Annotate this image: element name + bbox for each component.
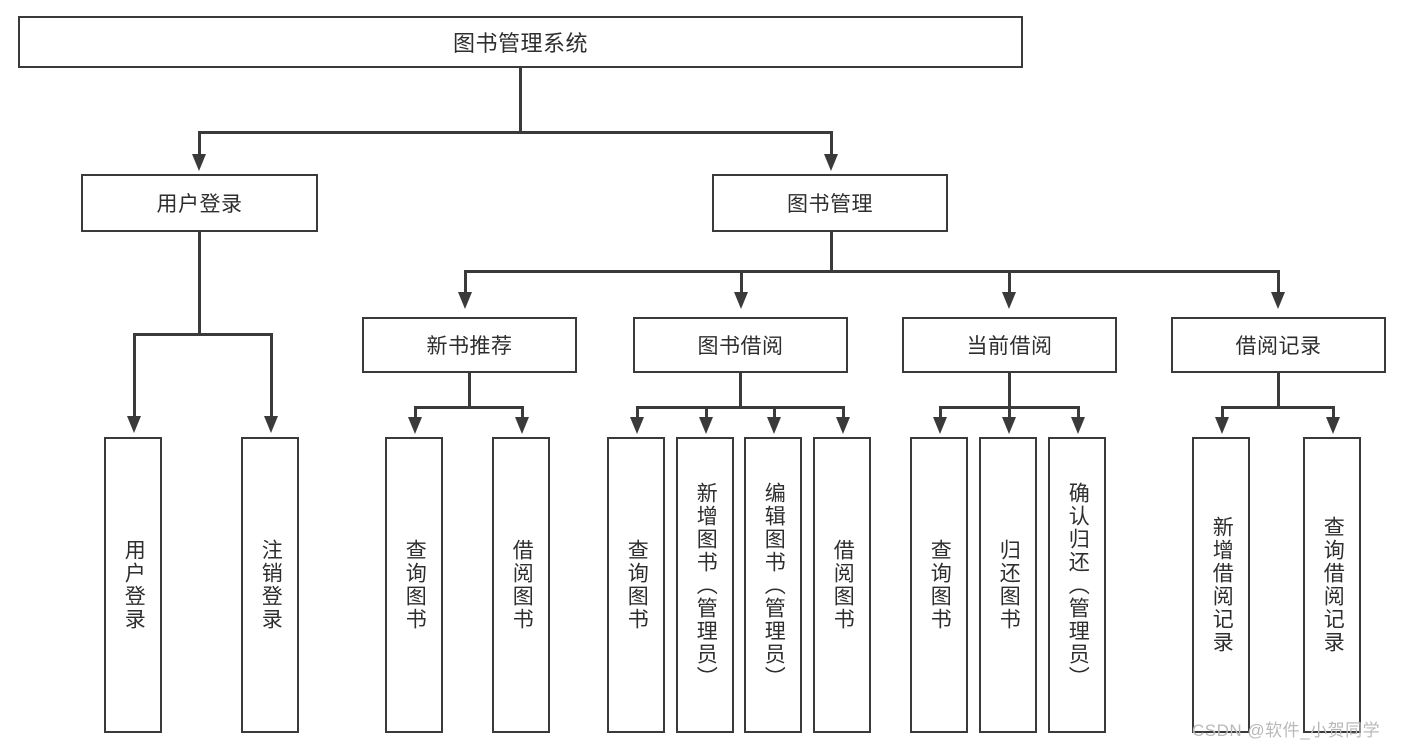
leaf-book-borrow-add[interactable]: 新增图书（管理员） bbox=[676, 437, 734, 733]
arrow-book-manage-to-current-borrow bbox=[1002, 292, 1016, 309]
connector-book-manage-stem bbox=[830, 232, 833, 272]
arrow-book-borrow-leaf-2 bbox=[699, 417, 713, 434]
leaf-current-borrow-return[interactable]: 归还图书 bbox=[979, 437, 1037, 733]
node-label: 借阅图书 bbox=[831, 539, 855, 631]
connector-borrow-record-leaf-2 bbox=[1332, 406, 1335, 420]
connector-book-manage-to-book-borrow bbox=[740, 270, 743, 294]
leaf-new-book-query[interactable]: 查询图书 bbox=[385, 437, 443, 733]
node-label: 借阅图书 bbox=[510, 539, 534, 631]
arrow-current-borrow-leaf-2 bbox=[1002, 417, 1016, 434]
connector-new-book-bus bbox=[414, 406, 524, 409]
leaf-book-borrow-borrow[interactable]: 借阅图书 bbox=[813, 437, 871, 733]
arrow-current-borrow-leaf-3 bbox=[1071, 417, 1085, 434]
arrow-user-login-leaf-1 bbox=[127, 416, 141, 433]
arrow-new-book-leaf-1 bbox=[408, 417, 422, 434]
node-label: 编辑图书（管理员） bbox=[762, 481, 786, 689]
node-root-system[interactable]: 图书管理系统 bbox=[18, 16, 1023, 68]
arrow-new-book-leaf-2 bbox=[515, 417, 529, 434]
connector-current-borrow-stem bbox=[1008, 373, 1011, 408]
node-label: 查询图书 bbox=[625, 539, 649, 631]
node-label: 用户登录 bbox=[156, 193, 243, 216]
connector-new-book-stem bbox=[468, 373, 471, 408]
connector-new-book-leaf-2 bbox=[521, 406, 524, 420]
connector-book-manage-to-borrow-record bbox=[1277, 270, 1280, 294]
arrow-current-borrow-leaf-1 bbox=[933, 417, 947, 434]
node-label: 归还图书 bbox=[997, 539, 1021, 631]
connector-current-borrow-leaf-2 bbox=[1008, 406, 1011, 420]
node-label: 查询图书 bbox=[403, 539, 427, 631]
connector-book-borrow-leaf-3 bbox=[773, 406, 776, 420]
connector-book-manage-to-current-borrow bbox=[1008, 270, 1011, 294]
node-label: 当前借阅 bbox=[966, 335, 1053, 358]
arrow-book-borrow-leaf-4 bbox=[836, 417, 850, 434]
arrow-user-login-leaf-2 bbox=[264, 416, 278, 433]
node-book-manage[interactable]: 图书管理 bbox=[712, 174, 948, 232]
connector-user-login-leaf-2 bbox=[270, 333, 273, 418]
arrow-book-borrow-leaf-1 bbox=[630, 417, 644, 434]
connector-user-login-bus bbox=[133, 333, 272, 336]
arrow-book-borrow-leaf-3 bbox=[767, 417, 781, 434]
node-label: 查询图书 bbox=[928, 539, 952, 631]
connector-root-to-user-login bbox=[198, 131, 201, 156]
connector-book-manage-bus bbox=[464, 270, 1278, 273]
node-user-login[interactable]: 用户登录 bbox=[81, 174, 318, 232]
connector-book-manage-to-new-book bbox=[464, 270, 467, 294]
connector-book-borrow-stem bbox=[739, 373, 742, 408]
connector-user-login-leaf-1 bbox=[133, 333, 136, 418]
leaf-current-borrow-query[interactable]: 查询图书 bbox=[910, 437, 968, 733]
connector-root-stem bbox=[519, 68, 522, 133]
node-label: 图书管理系统 bbox=[452, 31, 588, 56]
leaf-book-borrow-query[interactable]: 查询图书 bbox=[607, 437, 665, 733]
connector-book-borrow-leaf-2 bbox=[705, 406, 708, 420]
node-label: 图书管理 bbox=[787, 193, 873, 216]
leaf-user-login[interactable]: 用户登录 bbox=[104, 437, 162, 733]
arrow-book-manage-to-book-borrow bbox=[734, 292, 748, 309]
connector-borrow-record-leaf-1 bbox=[1221, 406, 1224, 420]
leaf-user-logout[interactable]: 注销登录 bbox=[241, 437, 299, 733]
node-label: 新增图书（管理员） bbox=[694, 481, 718, 689]
node-label: 图书借阅 bbox=[697, 335, 784, 358]
leaf-borrow-record-add[interactable]: 新增借阅记录 bbox=[1192, 437, 1250, 733]
connector-new-book-leaf-1 bbox=[414, 406, 417, 420]
node-label: 注销登录 bbox=[259, 539, 283, 631]
node-label: 新增借阅记录 bbox=[1210, 516, 1234, 654]
arrow-borrow-record-leaf-1 bbox=[1215, 417, 1229, 434]
connector-borrow-record-bus bbox=[1221, 406, 1334, 409]
arrow-root-to-user-login bbox=[192, 154, 206, 171]
connector-root-bus bbox=[198, 131, 832, 134]
arrow-borrow-record-leaf-2 bbox=[1326, 417, 1340, 434]
leaf-borrow-record-query[interactable]: 查询借阅记录 bbox=[1303, 437, 1361, 733]
connector-current-borrow-leaf-1 bbox=[939, 406, 942, 420]
node-label: 查询借阅记录 bbox=[1321, 516, 1345, 654]
node-current-borrow[interactable]: 当前借阅 bbox=[902, 317, 1117, 373]
arrow-root-to-book-manage bbox=[824, 154, 838, 171]
leaf-current-borrow-confirm-return[interactable]: 确认归还（管理员） bbox=[1048, 437, 1106, 733]
node-borrow-record[interactable]: 借阅记录 bbox=[1171, 317, 1386, 373]
leaf-book-borrow-edit[interactable]: 编辑图书（管理员） bbox=[744, 437, 802, 733]
arrow-book-manage-to-borrow-record bbox=[1271, 292, 1285, 309]
connector-current-borrow-leaf-3 bbox=[1077, 406, 1080, 420]
node-label: 借阅记录 bbox=[1235, 335, 1322, 358]
leaf-new-book-borrow[interactable]: 借阅图书 bbox=[492, 437, 550, 733]
node-label: 用户登录 bbox=[122, 539, 146, 631]
node-label: 新书推荐 bbox=[426, 335, 513, 358]
arrow-book-manage-to-new-book bbox=[458, 292, 472, 309]
connector-root-to-book-manage bbox=[830, 131, 833, 156]
connector-book-borrow-leaf-4 bbox=[842, 406, 845, 420]
node-new-book-recommend[interactable]: 新书推荐 bbox=[362, 317, 577, 373]
connector-book-borrow-bus bbox=[636, 406, 844, 409]
connector-user-login-stem bbox=[198, 232, 201, 335]
node-book-borrow[interactable]: 图书借阅 bbox=[633, 317, 848, 373]
node-label: 确认归还（管理员） bbox=[1066, 481, 1090, 689]
connector-book-borrow-leaf-1 bbox=[636, 406, 639, 420]
connector-borrow-record-stem bbox=[1277, 373, 1280, 408]
